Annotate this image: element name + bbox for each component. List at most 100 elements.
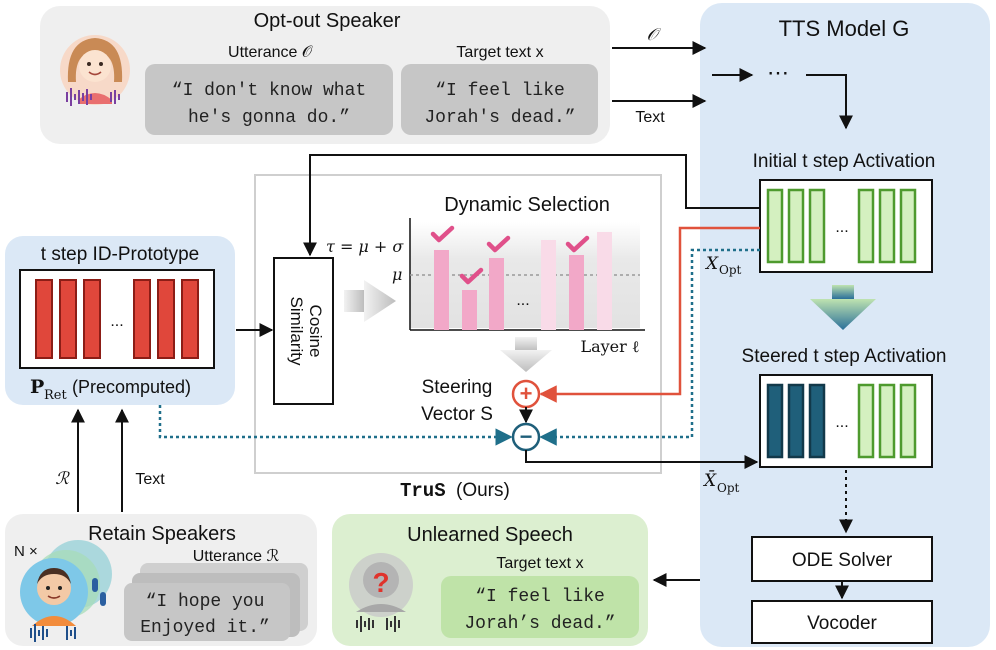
xbar-opt-label: X̄ — [702, 469, 717, 491]
steered-bar-ellipsis: ... — [835, 414, 848, 431]
prototype-bar — [83, 279, 101, 359]
arrow-r-label: ℛ — [55, 469, 70, 489]
prototype-caption-rest: (Precomputed) — [72, 377, 191, 397]
opt-out-utterance-box — [145, 64, 393, 135]
unlearned-title: Unlearned Speech — [407, 524, 573, 546]
initial-bar — [878, 188, 896, 264]
initial-bar — [899, 188, 917, 264]
unlearned-avatar-icon — [349, 553, 413, 617]
retain-title: Retain Speakers — [88, 523, 236, 545]
cosine-label-line2: Similarity — [287, 297, 306, 366]
retain-n-times: N × — [14, 543, 38, 560]
layer-bar — [597, 232, 612, 330]
retain-line2: Enjoyed it.” — [140, 618, 270, 638]
retain-line1: “I hope you — [146, 592, 265, 612]
opt-out-utterance-line2: he's gonna do.” — [188, 108, 350, 128]
steered-bar — [899, 383, 917, 459]
tts-title: TTS Model G — [779, 16, 910, 41]
initial-activation-bars — [766, 188, 917, 264]
initial-activation-label: Initial t step Activation — [753, 151, 936, 172]
retain-waveform-icon — [30, 624, 76, 642]
initial-bar — [857, 188, 875, 264]
check-icon — [486, 235, 511, 253]
opt-out-utterance-line1: “I don't know what — [172, 81, 366, 101]
teal-dotted-to-minus — [539, 248, 760, 446]
trus-caption-name: TruS — [400, 480, 446, 502]
layer-bar — [541, 240, 556, 330]
prototype-bar — [157, 279, 175, 359]
layer-axis-label: Layer ℓ — [580, 337, 639, 356]
opt-out-waveform-icon — [66, 88, 120, 106]
prototype-title: t step ID-Prototype — [41, 244, 199, 265]
prototype-bar — [181, 279, 199, 359]
arrow-ellipsis-to-initial — [806, 74, 853, 130]
prototype-bar — [133, 279, 151, 359]
selection-check-icons — [430, 225, 590, 285]
unlearned-target-label: Target text x — [496, 555, 583, 572]
steering-label-line1: Steering — [422, 377, 493, 398]
minus-sign: − — [520, 424, 533, 449]
tts-ellipsis: ⋯ — [767, 60, 789, 85]
opt-out-avatar-icon — [60, 35, 130, 105]
opt-out-utterance-label: Utterance 𝒪 — [228, 44, 313, 61]
check-icon — [565, 235, 590, 253]
arrow-o-label: 𝒪 — [647, 25, 662, 45]
steered-bar — [878, 383, 896, 459]
check-icon — [430, 225, 455, 243]
opt-out-target-box — [401, 64, 598, 135]
layer-bar — [569, 255, 584, 330]
initial-bar-ellipsis: ... — [835, 219, 848, 236]
unlearned-line2: Jorah’s dead.” — [464, 614, 615, 634]
arrow-initial-to-cosine — [303, 154, 760, 257]
prototype-bar-ellipsis: ... — [110, 313, 123, 330]
prototype-caption-sub: Ret — [44, 388, 67, 403]
retain-utterance-box — [124, 583, 290, 641]
unlearned-line1: “I feel like — [475, 587, 605, 607]
vocoder-label: Vocoder — [807, 613, 877, 634]
dynamic-chart-bars — [434, 232, 612, 330]
steered-bar — [787, 383, 805, 459]
initial-bar — [808, 188, 826, 264]
layer-bar — [489, 258, 504, 330]
layer-bar — [434, 250, 449, 330]
initial-bar — [787, 188, 805, 264]
vocoder-box — [751, 600, 933, 644]
retain-avatars-icon — [20, 540, 112, 626]
trus-caption-rest: (Ours) — [456, 480, 510, 501]
arrow-minus-to-steered — [525, 450, 759, 469]
gray-down-arrow-icon — [500, 337, 552, 372]
unlearned-text-box — [441, 576, 639, 638]
prototype-bar — [59, 279, 77, 359]
steered-activation-label: Steered t step Activation — [742, 346, 947, 367]
initial-bar — [766, 188, 784, 264]
ode-solver-box — [751, 536, 933, 582]
opt-out-target-label: Target text x — [456, 44, 543, 61]
arrow-retain-text-label: Text — [135, 471, 165, 488]
opt-out-title: Opt-out Speaker — [254, 10, 401, 32]
mu-label: μ — [392, 265, 402, 284]
dynamic-selection-title: Dynamic Selection — [444, 194, 610, 216]
prototype-caption-main: P — [30, 376, 44, 398]
prototype-bar — [35, 279, 53, 359]
tau-formula: τ = μ + σ — [326, 237, 404, 256]
prototype-bars — [35, 279, 199, 359]
opt-out-target-line1: “I feel like — [435, 81, 565, 101]
red-line-to-plus — [539, 226, 760, 403]
cosine-similarity-box — [273, 257, 334, 405]
question-mark-icon: ? — [372, 567, 389, 598]
cosine-label-line1: Cosine — [306, 305, 325, 358]
unlearned-waveform-icon — [356, 616, 400, 632]
steered-bar — [766, 383, 784, 459]
ode-solver-label: ODE Solver — [792, 550, 893, 571]
opt-out-target-line2: Jorah's dead.” — [424, 108, 575, 128]
chart-bar-ellipsis: ... — [516, 292, 529, 309]
layer-bar — [462, 290, 477, 330]
steered-bar — [857, 383, 875, 459]
steered-bar — [808, 383, 826, 459]
steer-down-arrow-icon — [810, 285, 876, 330]
plus-sign: + — [520, 381, 533, 406]
steering-label-line2: Vector S — [421, 404, 493, 425]
arrow-text-label: Text — [635, 109, 665, 126]
